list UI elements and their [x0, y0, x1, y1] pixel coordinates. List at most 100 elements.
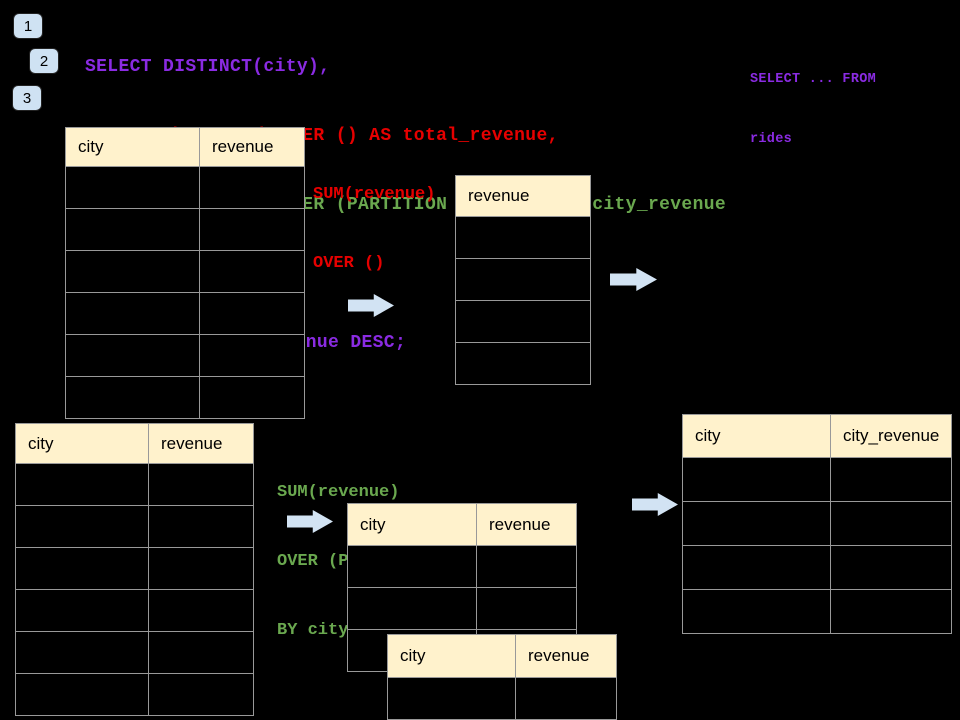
empty-cell: [15, 505, 149, 548]
empty-cell: [682, 501, 831, 546]
step-badge-2: 2: [29, 48, 59, 74]
column-header: revenue: [148, 423, 254, 464]
table-row: [387, 677, 617, 720]
table-row: [65, 250, 305, 293]
label-line: SUM(revenue): [277, 483, 400, 502]
label-line: SUM(revenue): [313, 185, 436, 204]
empty-cell: [148, 673, 254, 716]
table-row: [65, 292, 305, 335]
label-line: OVER (): [313, 254, 385, 273]
empty-cell: [682, 545, 831, 590]
column-header: city: [15, 423, 149, 464]
empty-cell: [455, 342, 591, 385]
empty-cell: [347, 545, 477, 588]
empty-cell: [15, 589, 149, 632]
table-row: [65, 208, 305, 251]
step-badge-3: 3: [12, 85, 42, 111]
empty-cell: [830, 589, 952, 634]
empty-cell: [455, 216, 591, 259]
right-arrow-icon: [610, 268, 657, 291]
empty-cell: [455, 300, 591, 343]
table-row: [682, 457, 952, 502]
column-header: revenue: [199, 127, 305, 167]
step-badge-1: 1: [13, 13, 43, 39]
empty-cell: [15, 673, 149, 716]
table-row: [682, 545, 952, 590]
empty-cell: [65, 166, 200, 209]
empty-cell: [830, 457, 952, 502]
empty-cell: [65, 292, 200, 335]
empty-cell: [476, 587, 577, 630]
label-line: BY city): [277, 621, 359, 640]
table-row: [65, 334, 305, 377]
empty-cell: [199, 334, 305, 377]
empty-cell: [387, 677, 516, 720]
side-note-line: SELECT ... FROM: [750, 72, 877, 87]
empty-cell: [65, 376, 200, 419]
empty-cell: [148, 547, 254, 590]
empty-cell: [148, 463, 254, 506]
empty-cell: [476, 545, 577, 588]
empty-cell: [682, 589, 831, 634]
column-header: city: [347, 503, 477, 546]
label-sum-over-empty: SUM(revenue) OVER (): [313, 137, 435, 321]
empty-cell: [65, 334, 200, 377]
empty-cell: [515, 677, 617, 720]
table-row: [455, 300, 591, 343]
right-arrow-icon: [348, 294, 394, 317]
empty-cell: [199, 166, 305, 209]
table-row: [455, 216, 591, 259]
column-header: revenue: [515, 634, 617, 678]
table-row: [15, 463, 254, 506]
table-row: [15, 631, 254, 674]
empty-cell: [347, 587, 477, 630]
empty-cell: [682, 457, 831, 502]
side-note-line: rides: [750, 132, 793, 147]
empty-cell: [199, 250, 305, 293]
empty-cell: [830, 501, 952, 546]
column-header: revenue: [455, 175, 591, 217]
sql-line-select: SELECT DISTINCT(city),: [85, 57, 331, 77]
column-header: city: [387, 634, 516, 678]
table-row: [455, 342, 591, 385]
table-row: [347, 545, 577, 588]
header-row: revenue: [455, 175, 591, 217]
table-row: [682, 501, 952, 546]
empty-cell: [199, 376, 305, 419]
table-row: [347, 587, 577, 630]
table-row: [15, 505, 254, 548]
table-row: [15, 547, 254, 590]
empty-cell: [15, 463, 149, 506]
column-header: city: [682, 414, 831, 458]
table-total-result: revenue: [455, 175, 591, 385]
empty-cell: [199, 292, 305, 335]
empty-cell: [199, 208, 305, 251]
empty-cell: [830, 545, 952, 590]
empty-cell: [148, 631, 254, 674]
empty-cell: [148, 589, 254, 632]
column-header: city_revenue: [830, 414, 952, 458]
empty-cell: [15, 631, 149, 674]
table-row: [65, 376, 305, 419]
empty-cell: [15, 547, 149, 590]
table-row: [15, 589, 254, 632]
right-arrow-icon: [632, 493, 678, 516]
table-row: [65, 166, 305, 209]
column-header: revenue: [476, 503, 577, 546]
empty-cell: [148, 505, 254, 548]
side-note-select-from-rides: SELECT ... FROM rides: [750, 30, 876, 190]
empty-cell: [65, 208, 200, 251]
empty-cell: [455, 258, 591, 301]
right-arrow-icon: [287, 510, 333, 533]
table-row: [682, 589, 952, 634]
